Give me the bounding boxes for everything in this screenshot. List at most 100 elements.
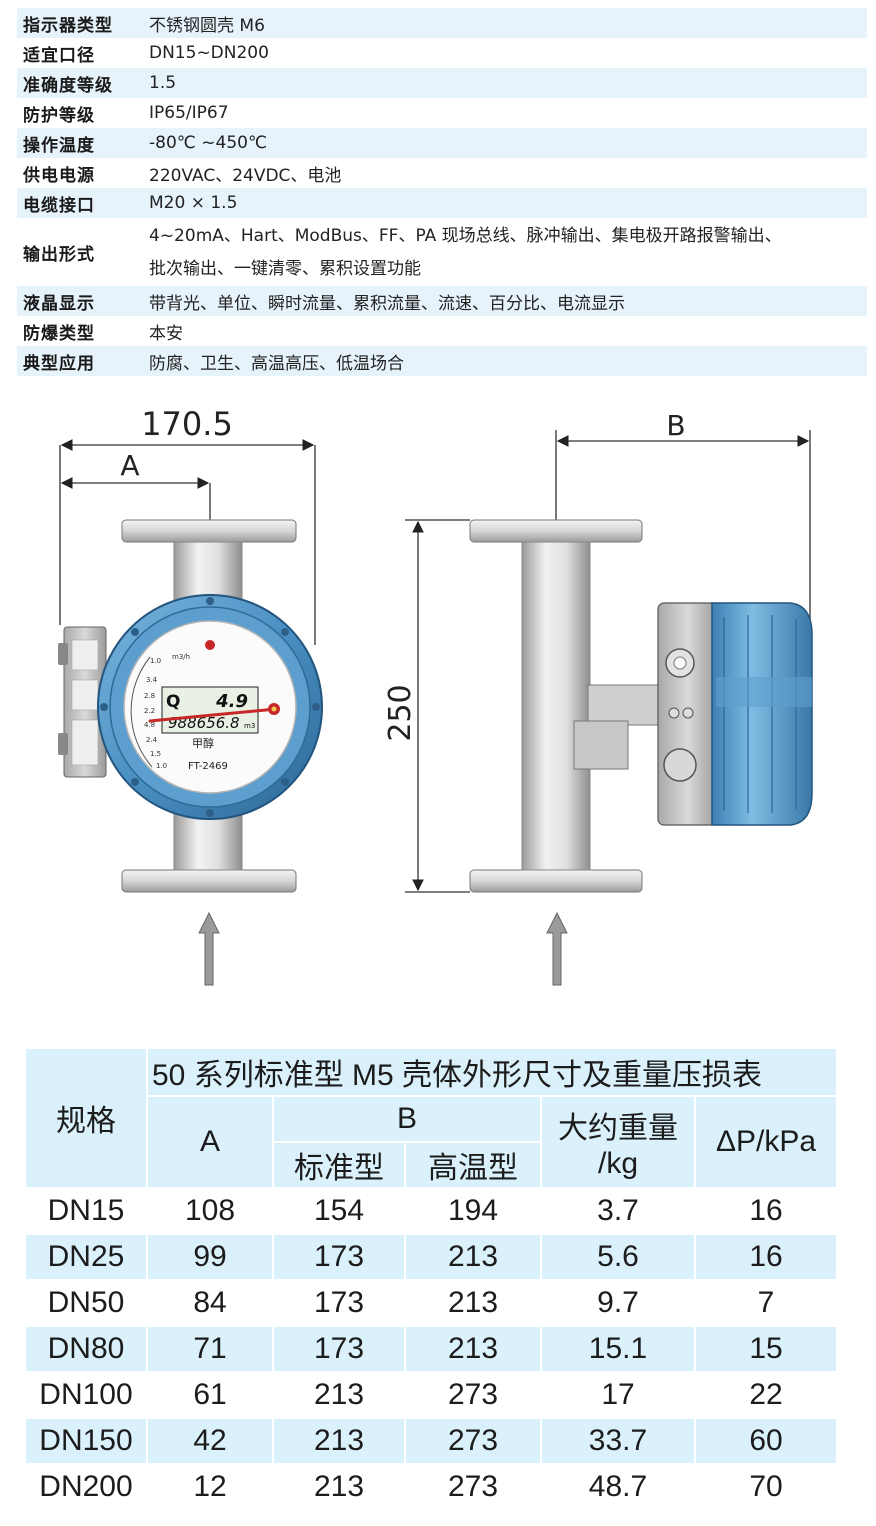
spec-row: 液晶显示 带背光、单位、瞬时流量、累积流量、流速、百分比、电流显示 [17,286,867,316]
col-b-header: B [274,1097,540,1141]
cell-spec: DN80 [26,1327,146,1371]
spec-row: 电缆接口 M20 × 1.5 [17,188,867,218]
dimension-table: 规格 50 系列标准型 M5 壳体外形尺寸及重量压损表 A B 大约重量 /kg… [24,1047,838,1511]
cell-b-ht: 194 [406,1189,540,1233]
scale-label: 1.0 [150,657,161,665]
cell-a: 12 [148,1465,272,1509]
spec-row: 准确度等级 1.5 [17,68,867,98]
spec-row: 防护等级 IP65/IP67 [17,98,867,128]
scale-label: 1.0 [156,762,167,770]
cell-dp: 16 [696,1189,836,1233]
dim-total-width: 170.5 [141,405,233,443]
scale-label: 3.4 [146,676,158,684]
cell-dp: 16 [696,1235,836,1279]
cell-b-ht: 213 [406,1281,540,1325]
table-row: DN15 108 154 194 3.7 16 [26,1189,836,1233]
cell-b-std: 213 [274,1419,404,1463]
table-row: DN80 71 173 213 15.1 15 [26,1327,836,1371]
cell-b-std: 173 [274,1235,404,1279]
spec-row: 防爆类型 本安 [17,316,867,346]
cell-a: 61 [148,1373,272,1417]
table-row: DN150 42 213 273 33.7 60 [26,1419,836,1463]
cell-dp: 15 [696,1327,836,1371]
col-weight-line: 大约重量 [558,1112,678,1145]
spec-value: 1.5 [143,68,867,98]
spec-key: 液晶显示 [17,286,143,316]
cell-dp: 60 [696,1419,836,1463]
cell-spec: DN100 [26,1373,146,1417]
cell-b-ht: 273 [406,1373,540,1417]
cell-spec: DN200 [26,1465,146,1509]
cell-a: 42 [148,1419,272,1463]
tag-label: FT-2469 [188,761,228,772]
cell-weight: 33.7 [542,1419,694,1463]
scale-label: 4.8 [144,721,155,729]
table-row: DN50 84 173 213 9.7 7 [26,1281,836,1325]
scale-label: 1.5 [150,750,161,758]
scale-label: 2.2 [144,707,155,715]
col-a-header: A [148,1097,272,1187]
cell-b-ht: 213 [406,1327,540,1371]
spec-key: 操作温度 [17,128,143,158]
spec-value: IP65/IP67 [143,98,867,128]
spec-row: 输出形式 4~20mA、Hart、ModBus、FF、PA 现场总线、脉冲输出、… [17,218,867,286]
spec-value: 不锈钢圆壳 M6 [143,8,867,38]
spec-value: DN15~DN200 [143,38,867,68]
spec-key: 防爆类型 [17,316,143,346]
spec-row: 适宜口径 DN15~DN200 [17,38,867,68]
front-view: 170.5 A [58,405,323,986]
side-view: B 250 [383,409,813,986]
cell-b-ht: 273 [406,1419,540,1463]
col-spec-header: 规格 [26,1049,146,1187]
spec-table: 指示器类型 不锈钢圆壳 M6 适宜口径 DN15~DN200 准确度等级 1.5… [17,8,867,376]
spec-value: 带背光、单位、瞬时流量、累积流量、流速、百分比、电流显示 [143,286,867,316]
cell-spec: DN150 [26,1419,146,1463]
cell-a: 84 [148,1281,272,1325]
cell-dp: 7 [696,1281,836,1325]
col-b-std-header: 标准型 [274,1143,404,1187]
spec-key: 电缆接口 [17,188,143,218]
cell-spec: DN25 [26,1235,146,1279]
spec-row: 指示器类型 不锈钢圆壳 M6 [17,8,867,38]
spec-key: 供电电源 [17,158,143,188]
dim-a-label: A [120,449,139,482]
spec-value: 防腐、卫生、高温高压、低温场合 [143,346,867,376]
cell-a: 71 [148,1327,272,1371]
cell-dp: 70 [696,1465,836,1509]
spec-key: 典型应用 [17,346,143,376]
cell-weight: 5.6 [542,1235,694,1279]
cell-weight: 15.1 [542,1327,694,1371]
cell-b-std: 173 [274,1281,404,1325]
cell-weight: 3.7 [542,1189,694,1233]
medium-label: 甲醇 [192,736,214,750]
spec-value-line: 4~20mA、Hart、ModBus、FF、PA 现场总线、脉冲输出、集电极开路… [149,225,782,246]
scale-label: 2.4 [146,736,158,744]
table-caption: 50 系列标准型 M5 壳体外形尺寸及重量压损表 [148,1049,836,1095]
col-weight-line: /kg [597,1147,639,1180]
cell-dp: 22 [696,1373,836,1417]
spec-value: -80℃ ~450℃ [143,128,867,158]
cell-weight: 17 [542,1373,694,1417]
cell-b-std: 213 [274,1373,404,1417]
cell-a: 99 [148,1235,272,1279]
spec-value: 本安 [143,316,867,346]
cell-weight: 9.7 [542,1281,694,1325]
col-b-ht-header: 高温型 [406,1143,540,1187]
spec-value: 4~20mA、Hart、ModBus、FF、PA 现场总线、脉冲输出、集电极开路… [143,218,867,286]
spec-value: 220VAC、24VDC、电池 [143,158,867,188]
spec-row: 操作温度 -80℃ ~450℃ [17,128,867,158]
lcd-total-unit: m3 [244,722,255,730]
spec-row: 供电电源 220VAC、24VDC、电池 [17,158,867,188]
col-weight-header: 大约重量 /kg [542,1097,694,1187]
table-row: DN200 12 213 273 48.7 70 [26,1465,836,1509]
spec-key: 防护等级 [17,98,143,128]
flowmeter-drawing: 170.5 A [58,405,813,986]
spec-row: 典型应用 防腐、卫生、高温高压、低温场合 [17,346,867,376]
spec-key: 适宜口径 [17,38,143,68]
col-dp-header: ΔP/kPa [696,1097,836,1187]
spec-key: 准确度等级 [17,68,143,98]
spec-key: 输出形式 [17,218,143,286]
scale-label: 2.8 [144,692,155,700]
cell-spec: DN50 [26,1281,146,1325]
spec-value: M20 × 1.5 [143,188,867,218]
